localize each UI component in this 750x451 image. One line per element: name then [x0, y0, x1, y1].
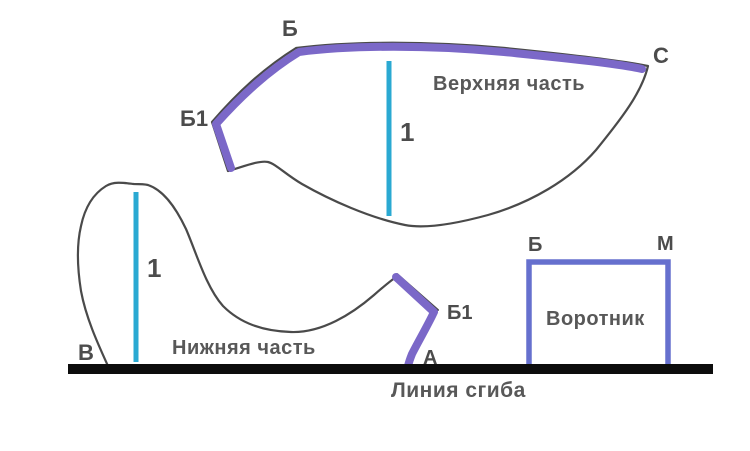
collar-title: Воротник	[546, 308, 645, 330]
upper-piece-outline	[210, 41, 650, 228]
lower-piece-seam-highlight	[392, 273, 438, 370]
lower-point-a-label: А	[423, 347, 437, 369]
lower-piece-outline	[76, 181, 398, 368]
upper-point-c-label: С	[653, 43, 669, 68]
upper-measure-label: 1	[400, 117, 414, 147]
lower-measure-label: 1	[147, 253, 161, 283]
upper-piece-title: Верхняя часть	[433, 73, 585, 95]
fold-line	[68, 364, 713, 374]
upper-point-b-label: Б	[282, 16, 298, 41]
lower-piece-title: Нижняя часть	[172, 337, 316, 359]
upper-point-b1-label: Б1	[180, 106, 208, 131]
lower-point-v-label: В	[78, 340, 94, 365]
collar-point-m-label: М	[657, 233, 674, 255]
collar-outline	[526, 259, 671, 370]
lower-point-b1-label: Б1	[447, 302, 473, 324]
fold-line-label: Линия сгиба	[391, 379, 526, 402]
upper-piece-seam-highlight	[212, 42, 646, 172]
collar-point-b-label: Б	[528, 234, 542, 256]
